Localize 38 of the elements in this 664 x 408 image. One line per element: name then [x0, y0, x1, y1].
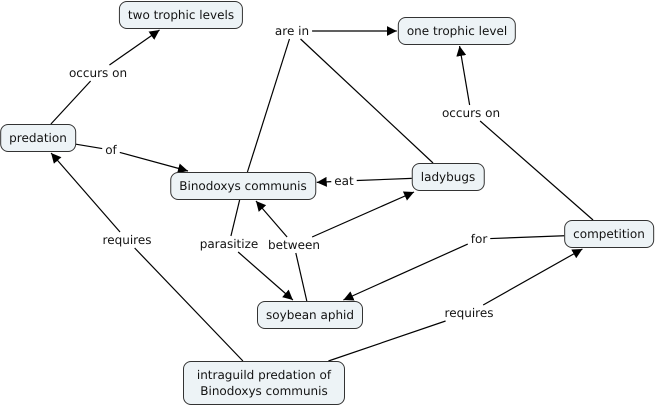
linking-phrase: parasitize	[198, 237, 260, 251]
concept-box: competition	[564, 220, 654, 248]
arrow	[50, 152, 120, 232]
arrow	[316, 176, 332, 187]
concept-box: two trophic levels	[118, 1, 244, 29]
arrow	[120, 152, 188, 174]
arrow	[482, 248, 583, 306]
arrow	[343, 244, 468, 301]
connector-line	[76, 144, 102, 150]
arrow	[256, 200, 288, 238]
linking-phrase: requires	[100, 233, 154, 247]
connector-line	[328, 320, 446, 362]
linking-phrase: requires	[442, 306, 496, 320]
concept-box: predation	[0, 124, 76, 152]
connector-line	[230, 200, 240, 236]
connector-line	[295, 252, 308, 302]
arrow	[312, 26, 397, 36]
linking-phrase: between	[266, 238, 322, 252]
connector-line	[50, 80, 92, 124]
concept-box: ladybugs	[412, 163, 484, 191]
connector-line	[134, 248, 244, 362]
connector-line	[356, 178, 412, 182]
linking-phrase: eat	[332, 174, 356, 188]
concept-box: soybean aphid	[257, 301, 363, 329]
linking-phrase: for	[468, 232, 490, 246]
connector-line	[246, 38, 290, 172]
arrow	[109, 30, 160, 66]
arrow	[238, 252, 294, 300]
linking-phrase: of	[103, 143, 119, 157]
connector-line	[480, 120, 594, 220]
arrow	[312, 191, 414, 238]
connector-line	[300, 38, 434, 164]
concept-box: one trophic level	[398, 17, 516, 45]
arrow	[456, 46, 470, 106]
connector-line	[490, 235, 564, 240]
concept-box: intraguild predation of Binodoxys communis	[183, 361, 345, 405]
linking-phrase: are in	[272, 24, 312, 38]
concept-box: Binodoxys communis	[170, 172, 316, 200]
